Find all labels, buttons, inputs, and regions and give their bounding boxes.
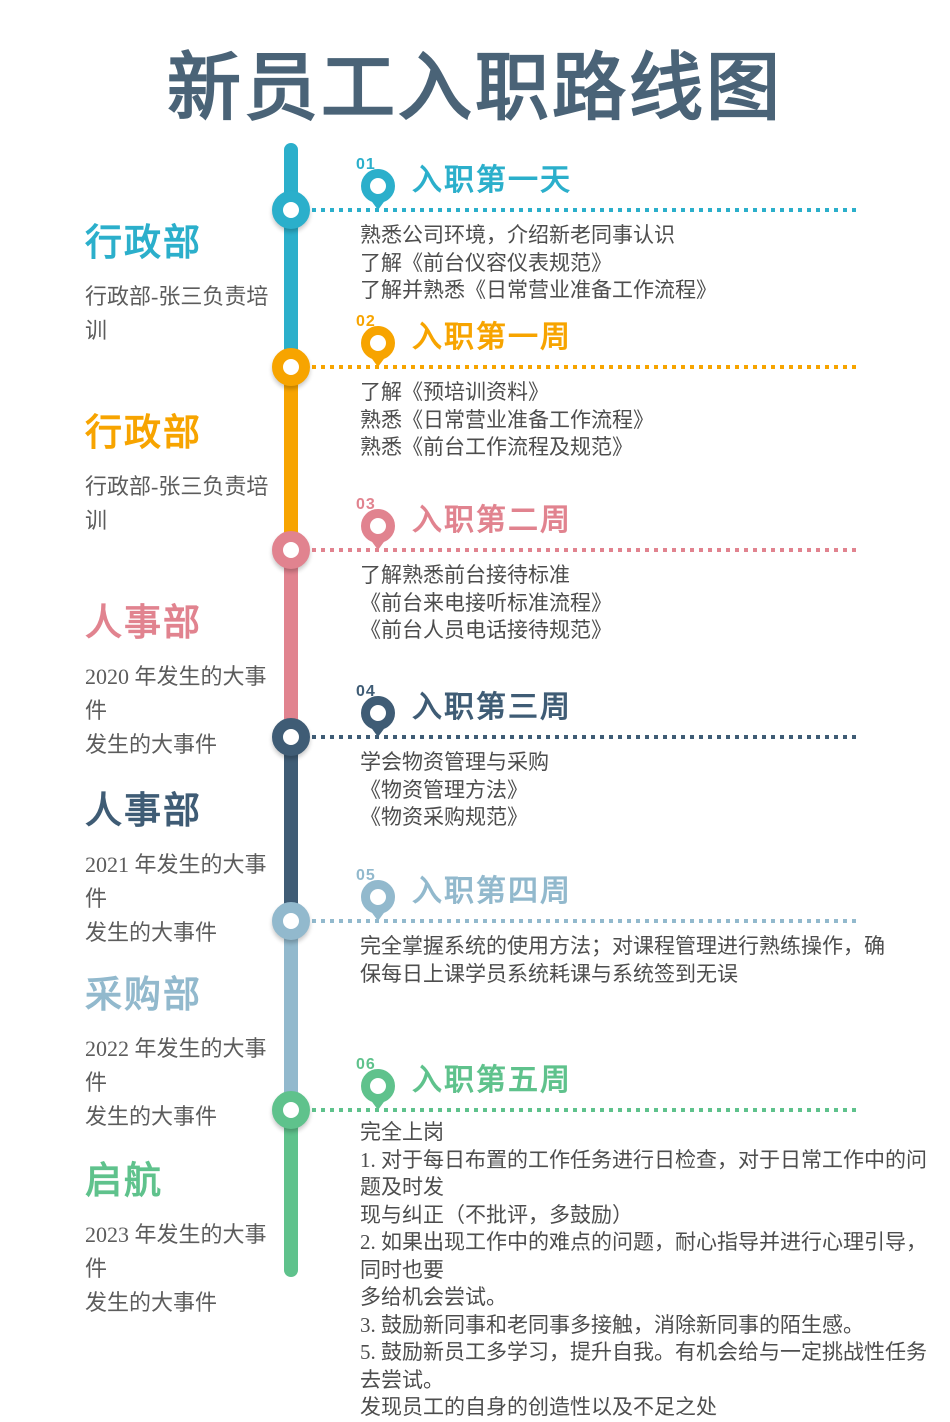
stage-1-title: 入职第一天 [412,164,572,197]
department-name: 人事部 [85,790,202,831]
stage-3-title: 入职第二周 [412,504,572,537]
stage-3-marker: 03 [356,496,400,552]
stage-1-marker: 01 [356,156,400,212]
stage-2-body: 了解《预培训资料》 熟悉《日常营业准备工作流程》 熟悉《前台工作流程及规范》 [360,380,654,459]
stage-4-title: 入职第三周 [412,691,572,724]
department-desc: 行政部-张三负责培 训 [85,474,269,533]
stage-5-marker: 05 [356,867,400,923]
stage-3-number: 03 [356,496,376,513]
stage-6-marker: 06 [356,1056,400,1112]
department-name: 行政部 [85,412,202,453]
location-pin-icon [361,696,395,737]
stage-6-body: 完全上岗 1. 对于每日布置的工作任务进行日检查，对于日常工作中的问题及时发 现… [360,1120,927,1419]
stage-2-marker: 02 [356,313,400,369]
department-desc: 2023 年发生的大事件 发生的大事件 [85,1222,267,1315]
dotted-line-stage-5 [312,919,856,923]
stage-1-number: 01 [356,156,376,173]
dotted-line-stage-2 [312,365,856,369]
department-block-5: 采购部 2022 年发生的大事件 发生的大事件 [85,964,287,1134]
department-block-1: 行政部 行政部-张三负责培 训 [85,212,287,348]
timeline-segment-3 [284,550,298,737]
department-name: 启航 [85,1160,163,1201]
stage-2-number: 02 [356,313,376,330]
location-pin-icon [361,169,395,210]
stage-6-number: 06 [356,1056,376,1073]
stage-5-body: 完全掌握系统的使用方法；对课程管理进行熟练操作，确 保每日上课学员系统耗课与系统… [360,934,885,986]
timeline-node-4 [272,718,310,756]
stage-6-title: 入职第五周 [412,1064,572,1097]
department-desc: 2021 年发生的大事件 发生的大事件 [85,852,267,945]
stage-3-body: 了解熟悉前台接待标准 《前台来电接听标准流程》 《前台人员电话接待规范》 [360,563,612,642]
location-pin-icon [361,880,395,921]
page-title: 新员工入职路线图 [167,46,783,129]
stage-2-title: 入职第一周 [412,321,572,354]
stage-4-number: 04 [356,683,376,700]
stage-4-body: 学会物资管理与采购 《物资管理方法》 《物资采购规范》 [360,750,549,829]
stage-5-title: 入职第四周 [412,875,572,908]
department-block-2: 行政部 行政部-张三负责培 训 [85,402,287,538]
stage-1-body: 熟悉公司环境，介绍新老同事认识 了解《前台仪容仪表规范》 了解并熟悉《日常营业准… [360,223,717,302]
stage-5-number: 05 [356,867,376,884]
department-desc: 2022 年发生的大事件 发生的大事件 [85,1036,267,1129]
stage-4-marker: 04 [356,683,400,739]
dotted-line-stage-4 [312,735,856,739]
dotted-line-stage-6 [312,1108,856,1112]
timeline-node-2 [272,348,310,386]
department-desc: 行政部-张三负责培 训 [85,284,269,343]
timeline-node-3 [272,531,310,569]
department-block-3: 人事部 2020 年发生的大事件 发生的大事件 [85,592,287,762]
department-block-6: 启航 2023 年发生的大事件 发生的大事件 [85,1150,287,1320]
location-pin-icon [361,509,395,550]
department-desc: 2020 年发生的大事件 发生的大事件 [85,664,267,757]
department-name: 行政部 [85,222,202,263]
department-name: 人事部 [85,602,202,643]
timeline-segment-2 [284,367,298,550]
timeline-segment-5 [284,921,298,1110]
timeline-node-5 [272,902,310,940]
timeline-node-6 [272,1091,310,1129]
department-name: 采购部 [85,974,202,1015]
location-pin-icon [361,326,395,367]
timeline-segment-4 [284,737,298,921]
location-pin-icon [361,1069,395,1110]
timeline-segment-6 [284,1110,298,1277]
dotted-line-stage-3 [312,548,856,552]
dotted-line-stage-1 [312,208,856,212]
department-block-4: 人事部 2021 年发生的大事件 发生的大事件 [85,780,287,950]
timeline-node-1 [272,191,310,229]
